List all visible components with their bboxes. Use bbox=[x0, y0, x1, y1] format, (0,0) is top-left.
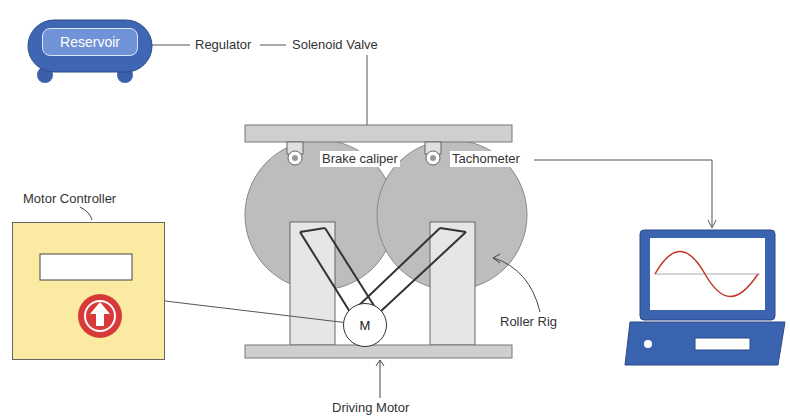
part-label: Roller Rig bbox=[498, 314, 559, 330]
brake-caliper bbox=[425, 142, 441, 165]
motor-circle: M bbox=[343, 303, 387, 347]
motor-controller-box: Motor Controller bbox=[12, 222, 165, 360]
reservoir-box: Reservoir bbox=[42, 28, 138, 56]
connector-wire bbox=[165, 301, 343, 322]
top-beam bbox=[245, 125, 512, 142]
leader-line bbox=[380, 361, 381, 398]
leader-arrow bbox=[376, 360, 384, 366]
frame-post bbox=[430, 222, 475, 345]
part-label: Driving Motor bbox=[330, 400, 411, 416]
laptop bbox=[625, 230, 785, 365]
leader-arrow bbox=[708, 220, 716, 228]
part-label: Brake caliper bbox=[320, 151, 400, 167]
reservoir-tank bbox=[28, 20, 152, 72]
leader-line bbox=[494, 258, 540, 312]
leader-arrow bbox=[493, 254, 500, 263]
drive-belt bbox=[300, 228, 466, 312]
node-text: Reservoir bbox=[60, 34, 120, 50]
frame-post bbox=[290, 222, 335, 345]
node-text: Motor Controller bbox=[21, 191, 118, 206]
air-line bbox=[367, 55, 368, 125]
part-label: Regulator bbox=[193, 37, 253, 53]
air-line bbox=[260, 45, 286, 46]
part-label: Solenoid Valve bbox=[290, 37, 380, 53]
node-text: M bbox=[360, 318, 371, 333]
controller-face bbox=[12, 222, 165, 360]
brake-caliper bbox=[287, 142, 303, 165]
air-line bbox=[150, 45, 190, 46]
part-label: Tachometer bbox=[450, 151, 522, 167]
base-plate bbox=[245, 345, 512, 358]
leader-line bbox=[534, 160, 712, 226]
leader-line bbox=[80, 207, 92, 220]
